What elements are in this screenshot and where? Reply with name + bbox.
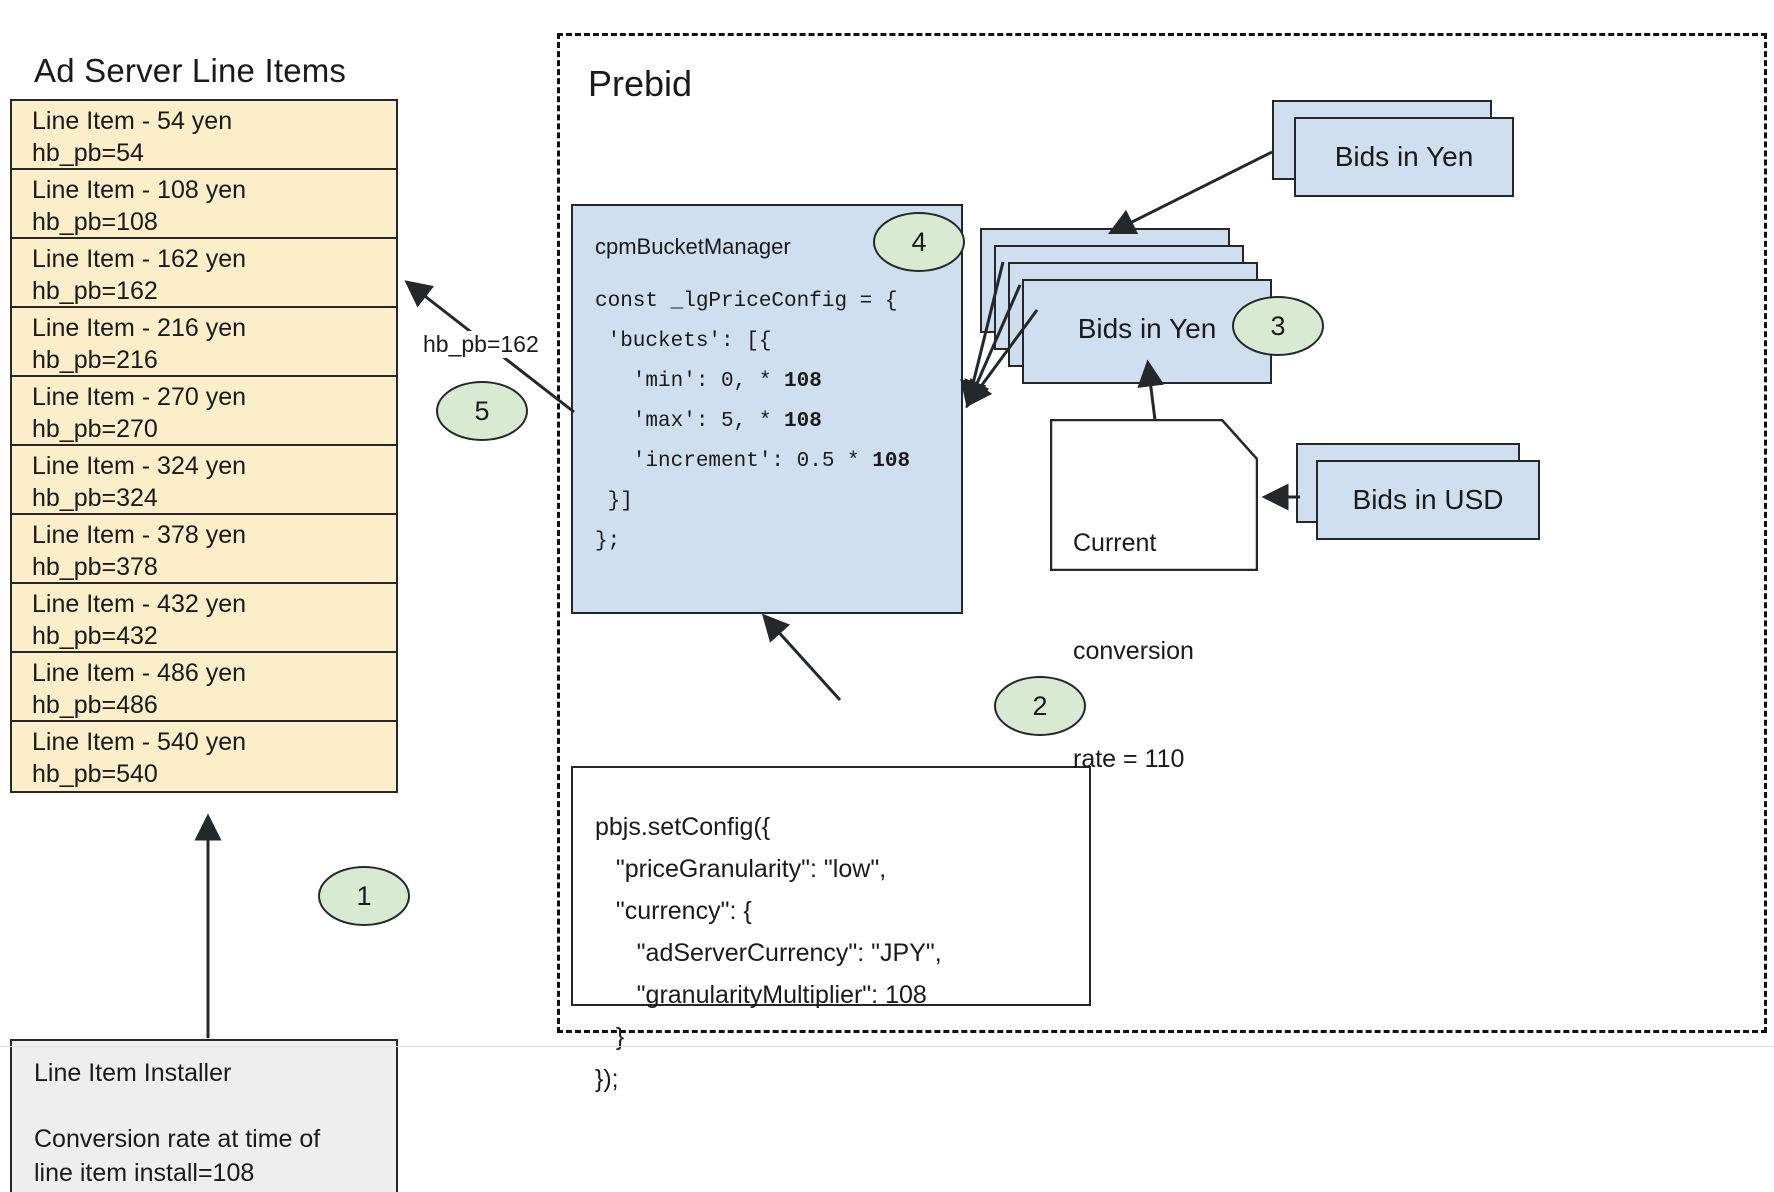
- cpm-code-line: 'increment': 0.5 * 108: [595, 450, 911, 473]
- list-item: Line Item - 486 yen hb_pb=486: [12, 653, 396, 722]
- list-item: Line Item - 540 yen hb_pb=540: [12, 722, 396, 791]
- line-item-name: Line Item - 270 yen: [32, 383, 247, 411]
- line-item-key: hb_pb=378: [32, 553, 158, 581]
- conversion-note-line1: Current: [1073, 529, 1157, 557]
- list-item: Line Item - 378 yen hb_pb=378: [12, 515, 396, 584]
- cpm-code-line: };: [595, 530, 621, 553]
- bottom-divider: [0, 1046, 1774, 1047]
- list-item: Line Item - 216 yen hb_pb=216: [12, 308, 396, 377]
- setconfig-code-line: "currency": {: [595, 897, 752, 925]
- line-item-name: Line Item - 108 yen: [32, 176, 247, 204]
- line-item-key: hb_pb=324: [32, 484, 158, 512]
- installer-title: Line Item Installer: [34, 1059, 232, 1087]
- line-item-name: Line Item - 432 yen: [32, 590, 247, 618]
- bid-card: [1316, 460, 1540, 540]
- cpm-code-line: const _lgPriceConfig = {: [595, 290, 898, 313]
- line-item-name: Line Item - 54 yen: [32, 107, 233, 135]
- note-shape-icon: [1049, 418, 1259, 572]
- conversion-note-text: Current conversion rate = 110: [1073, 453, 1194, 849]
- installer-note-line1: Conversion rate at time of: [34, 1125, 321, 1153]
- line-item-key: hb_pb=270: [32, 415, 158, 443]
- setconfig-code-line: "adServerCurrency": "JPY",: [595, 939, 942, 967]
- setconfig-code-line: }: [595, 1023, 625, 1051]
- line-item-key: hb_pb=216: [32, 346, 158, 374]
- line-item-key: hb_pb=108: [32, 208, 158, 236]
- bids-in-yen-incoming-label: Bids in Yen: [1334, 141, 1474, 172]
- line-item-name: Line Item - 486 yen: [32, 659, 247, 687]
- installer-note-line2: line item install=108: [34, 1159, 255, 1187]
- bids-in-usd-stack: Bids in USD: [1296, 443, 1546, 543]
- cpm-code-line: 'min': 0, * 108: [595, 370, 822, 393]
- installer-note: Conversion rate at time of line item ins…: [34, 1122, 380, 1190]
- setconfig-code-line: "granularityMultiplier": 108: [595, 981, 927, 1009]
- step-badge-2: 2: [994, 676, 1086, 736]
- line-item-name: Line Item - 162 yen: [32, 245, 247, 273]
- setconfig-code-line: });: [595, 1065, 619, 1093]
- cpm-code-line: 'buckets': [{: [595, 330, 772, 353]
- cpm-code-line: 'max': 5, * 108: [595, 410, 822, 433]
- edge-label-hb-pb: hb_pb=162: [421, 331, 541, 358]
- cpm-bucket-manager-box: cpmBucketManager const _lgPriceConfig = …: [571, 204, 963, 614]
- line-item-name: Line Item - 216 yen: [32, 314, 247, 342]
- bids-in-usd-label: Bids in USD: [1352, 484, 1504, 515]
- step-badge-3: 3: [1232, 296, 1324, 356]
- line-item-key: hb_pb=540: [32, 760, 158, 788]
- bids-in-yen-converted-stack: Bids in Yen: [980, 228, 1280, 384]
- step-badge-4: 4: [873, 212, 965, 272]
- line-item-installer-box: Line Item Installer Conversion rate at t…: [10, 1039, 398, 1192]
- set-config-box: pbjs.setConfig({ "priceGranularity": "lo…: [571, 766, 1091, 1093]
- list-item: Line Item - 54 yen hb_pb=54: [12, 101, 396, 170]
- prebid-title: Prebid: [588, 63, 693, 104]
- conversion-note-line2: conversion: [1073, 637, 1194, 665]
- step-badge-5: 5: [436, 381, 528, 441]
- line-item-name: Line Item - 540 yen: [32, 728, 247, 756]
- line-item-key: hb_pb=486: [32, 691, 158, 719]
- cpm-bucket-manager-title: cpmBucketManager: [595, 234, 791, 259]
- line-item-list: Line Item - 54 yen hb_pb=54 Line Item - …: [10, 99, 398, 793]
- bids-in-yen-incoming-stack: Bids in Yen: [1272, 100, 1522, 198]
- cpm-code-line: }]: [595, 490, 633, 513]
- conversion-note-line3: rate = 110: [1073, 745, 1185, 773]
- bids-in-yen-converted-label: Bids in Yen: [1077, 313, 1217, 344]
- line-item-name: Line Item - 324 yen: [32, 452, 247, 480]
- list-item: Line Item - 324 yen hb_pb=324: [12, 446, 396, 515]
- line-item-name: Line Item - 378 yen: [32, 521, 247, 549]
- line-item-key: hb_pb=54: [32, 139, 144, 167]
- setconfig-code-line: pbjs.setConfig({: [595, 813, 771, 841]
- list-item: Line Item - 270 yen hb_pb=270: [12, 377, 396, 446]
- step-badge-1: 1: [318, 866, 410, 926]
- page-title: Ad Server Line Items: [34, 52, 347, 89]
- list-item: Line Item - 162 yen hb_pb=162: [12, 239, 396, 308]
- prebid-boundary: [557, 33, 1767, 1033]
- list-item: Line Item - 108 yen hb_pb=108: [12, 170, 396, 239]
- list-item: Line Item - 432 yen hb_pb=432: [12, 584, 396, 653]
- bid-card: [1294, 117, 1514, 197]
- setconfig-code-line: "priceGranularity": "low",: [595, 855, 887, 883]
- conversion-rate-note: Current conversion rate = 110: [1049, 418, 1259, 773]
- line-item-key: hb_pb=162: [32, 277, 158, 305]
- line-item-key: hb_pb=432: [32, 622, 158, 650]
